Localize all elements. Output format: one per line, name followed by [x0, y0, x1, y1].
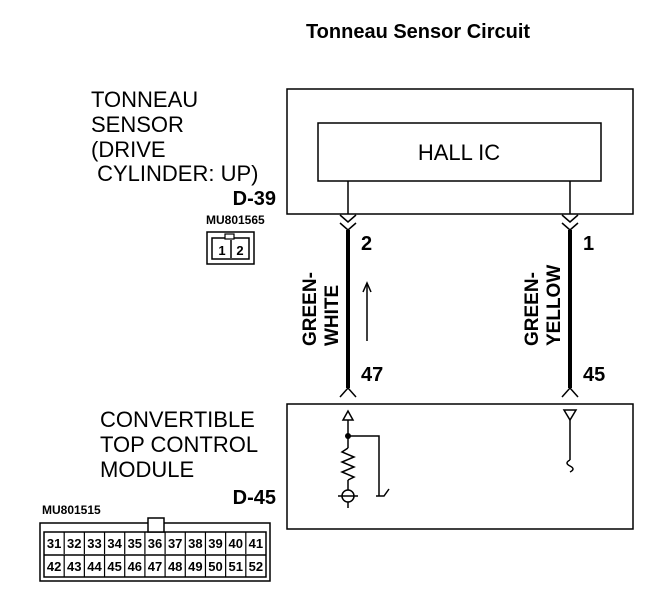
module-connector-icon: 31 32 33 34 35 36 37 38 39 40 41 42 43 44 45 46 47 48 49 50… [39, 517, 271, 582]
svg-text:GREEN-: GREEN- [300, 272, 321, 346]
module-pin-label: 38 [188, 536, 202, 551]
module-pin-label: 43 [67, 559, 81, 574]
module-label-line: TOP CONTROL [100, 432, 258, 457]
module-pin-label: 32 [67, 536, 81, 551]
module-pin-label: 51 [228, 559, 242, 574]
module-pin-label: 37 [168, 536, 182, 551]
wire-color-label: GREEN- YELLOW [522, 265, 565, 346]
module-pin-label: 36 [148, 536, 162, 551]
module-connector-id: D-45 [233, 487, 276, 509]
sensor-pin-number: 2 [361, 233, 372, 255]
module-pin-label: 42 [47, 559, 61, 574]
pull-up-resistor-circuit [338, 409, 390, 508]
sensor-box [286, 88, 634, 215]
signal-direction-arrow-icon [362, 281, 372, 341]
module-input-circuit [562, 409, 578, 473]
sensor-pin-label: 1 [218, 243, 225, 258]
sensor-label: TONNEAU SENSOR (DRIVE CYLINDER: UP) [91, 87, 258, 186]
sensor-label-line: TONNEAU [91, 87, 198, 112]
module-pin-label: 49 [188, 559, 202, 574]
wire-green-white [339, 181, 357, 398]
sensor-connector-icon: 1 2 [206, 231, 255, 265]
module-part-number: MU801515 [42, 503, 101, 517]
svg-text:YELLOW: YELLOW [544, 265, 565, 346]
module-pin-label: 46 [128, 559, 142, 574]
svg-text:GREEN-: GREEN- [522, 272, 543, 346]
hall-ic-label: HALL IC [418, 140, 500, 165]
module-label-line: MODULE [100, 457, 194, 482]
sensor-label-line: SENSOR [91, 112, 184, 137]
module-pin-label: 48 [168, 559, 182, 574]
module-pin-number: 45 [583, 364, 605, 386]
module-pin-label: 44 [87, 559, 102, 574]
wire-green-yellow [561, 181, 579, 398]
module-pin-label: 50 [208, 559, 222, 574]
module-pin-label: 39 [208, 536, 222, 551]
module-pin-label: 33 [87, 536, 101, 551]
module-pin-label: 40 [228, 536, 242, 551]
sensor-part-number: MU801565 [206, 213, 265, 227]
module-pin-label: 34 [107, 536, 122, 551]
hall-ic-box [317, 122, 602, 182]
module-pin-number: 47 [361, 364, 383, 386]
module-pin-label: 41 [249, 536, 263, 551]
module-pin-label: 47 [148, 559, 162, 574]
sensor-pin-label: 2 [236, 243, 243, 258]
module-pin-label: 45 [107, 559, 121, 574]
module-label-line: CONVERTIBLE [100, 407, 255, 432]
sensor-connector-id: D-39 [233, 188, 276, 210]
diagram-title: Tonneau Sensor Circuit [306, 21, 530, 43]
module-pin-label: 52 [249, 559, 263, 574]
module-label: CONVERTIBLE TOP CONTROL MODULE [100, 407, 258, 482]
module-pin-label: 31 [47, 536, 61, 551]
sensor-pin-number: 1 [583, 233, 594, 255]
module-pin-label: 35 [128, 536, 142, 551]
sensor-label-line: (DRIVE [91, 137, 166, 162]
svg-text:WHITE: WHITE [322, 285, 343, 346]
wire-color-label: GREEN- WHITE [300, 272, 343, 346]
sensor-label-line: CYLINDER: UP) [91, 161, 258, 186]
module-box [286, 403, 634, 530]
